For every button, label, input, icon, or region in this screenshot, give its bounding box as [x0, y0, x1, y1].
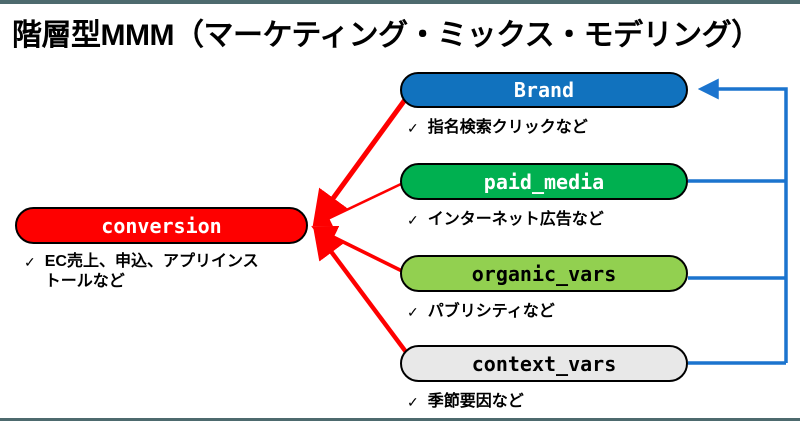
- node-paid-media-label: paid_media: [483, 169, 605, 194]
- node-brand: Brand: [400, 72, 688, 108]
- note-conversion: ✓ EC売上、申込、アプリインストールなど: [24, 252, 273, 292]
- note-organic-vars: ✓ パブリシティなど: [407, 302, 555, 322]
- blue-arrow-to-brand: [697, 78, 788, 363]
- note-brand-text: 指名検索クリックなど: [427, 119, 588, 136]
- node-context-vars: context_vars: [400, 345, 688, 382]
- note-context-vars-text: 季節要因など: [427, 393, 524, 410]
- check-icon: ✓: [407, 394, 419, 410]
- note-paid-media-text: インターネット広告など: [427, 211, 604, 228]
- node-paid-media: paid_media: [400, 163, 688, 200]
- node-conversion: conversion: [15, 207, 308, 244]
- check-icon: ✓: [407, 304, 419, 320]
- node-organic-vars-label: organic_vars: [471, 261, 617, 286]
- bottom-border-line: [0, 418, 800, 421]
- red-arrow-context-vars-to-conversion: [313, 227, 408, 354]
- check-icon: ✓: [407, 212, 419, 228]
- red-arrow-brand-to-conversion: [312, 95, 410, 227]
- note-organic-vars-text: パブリシティなど: [427, 303, 555, 320]
- node-organic-vars: organic_vars: [400, 255, 688, 292]
- note-conversion-text: EC売上、申込、アプリインストールなど: [44, 253, 259, 290]
- note-brand: ✓ 指名検索クリックなど: [407, 118, 588, 138]
- red-arrow-paid-media-to-conversion: [312, 182, 402, 227]
- node-conversion-label: conversion: [101, 213, 222, 238]
- note-context-vars: ✓ 季節要因など: [407, 392, 524, 412]
- note-paid-media: ✓ インターネット広告など: [407, 210, 604, 230]
- check-icon: ✓: [407, 120, 419, 136]
- node-context-vars-label: context_vars: [471, 351, 617, 376]
- top-border-line: [0, 0, 800, 4]
- page-title: 階層型MMM（マーケティング・ミックス・モデリング）: [12, 19, 761, 52]
- check-icon: ✓: [24, 254, 36, 270]
- node-brand-label: Brand: [513, 78, 575, 102]
